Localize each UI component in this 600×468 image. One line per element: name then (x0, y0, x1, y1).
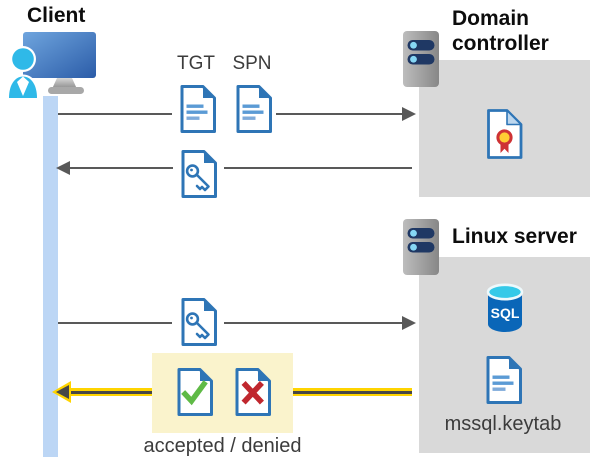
keytab-document-icon (486, 356, 522, 404)
result-arrow-line (293, 388, 412, 396)
tgt-document-icon (180, 85, 216, 133)
ticket-key-document-icon (181, 150, 217, 198)
accepted-document-icon (177, 368, 213, 416)
request-arrow-line (276, 113, 404, 115)
reply-arrow-line (224, 167, 412, 169)
client-title: Client (27, 4, 86, 27)
result-arrow-line (60, 388, 152, 396)
spn-document-icon (236, 85, 272, 133)
certificate-document-icon (487, 109, 523, 159)
domain-controller-title: Domain controller (452, 7, 549, 55)
sql-badge-text: SQL (491, 305, 520, 321)
reply-arrow-line (69, 167, 173, 169)
linux-server-title: Linux server (452, 225, 577, 248)
reply-arrowhead-icon (56, 161, 70, 175)
client-lifeline (43, 96, 58, 457)
tgt-label: TGT (177, 53, 215, 74)
request-arrowhead-icon (402, 107, 416, 121)
linux-server-icon (403, 219, 439, 275)
sql-database-icon: SQL (486, 283, 524, 332)
ticket-arrow-line (58, 322, 172, 324)
ticket-key-document-icon (181, 298, 217, 346)
result-arrowhead-icon (56, 385, 69, 399)
ticket-arrow-line (224, 322, 404, 324)
request-arrow-line (58, 113, 172, 115)
domain-controller-server-icon (403, 31, 439, 87)
keytab-label: mssql.keytab (444, 413, 562, 435)
ticket-arrowhead-icon (402, 316, 416, 330)
result-label: accepted / denied (143, 435, 302, 457)
spn-label: SPN (232, 53, 272, 74)
client-computer-icon (6, 32, 96, 98)
denied-document-icon (235, 368, 271, 416)
